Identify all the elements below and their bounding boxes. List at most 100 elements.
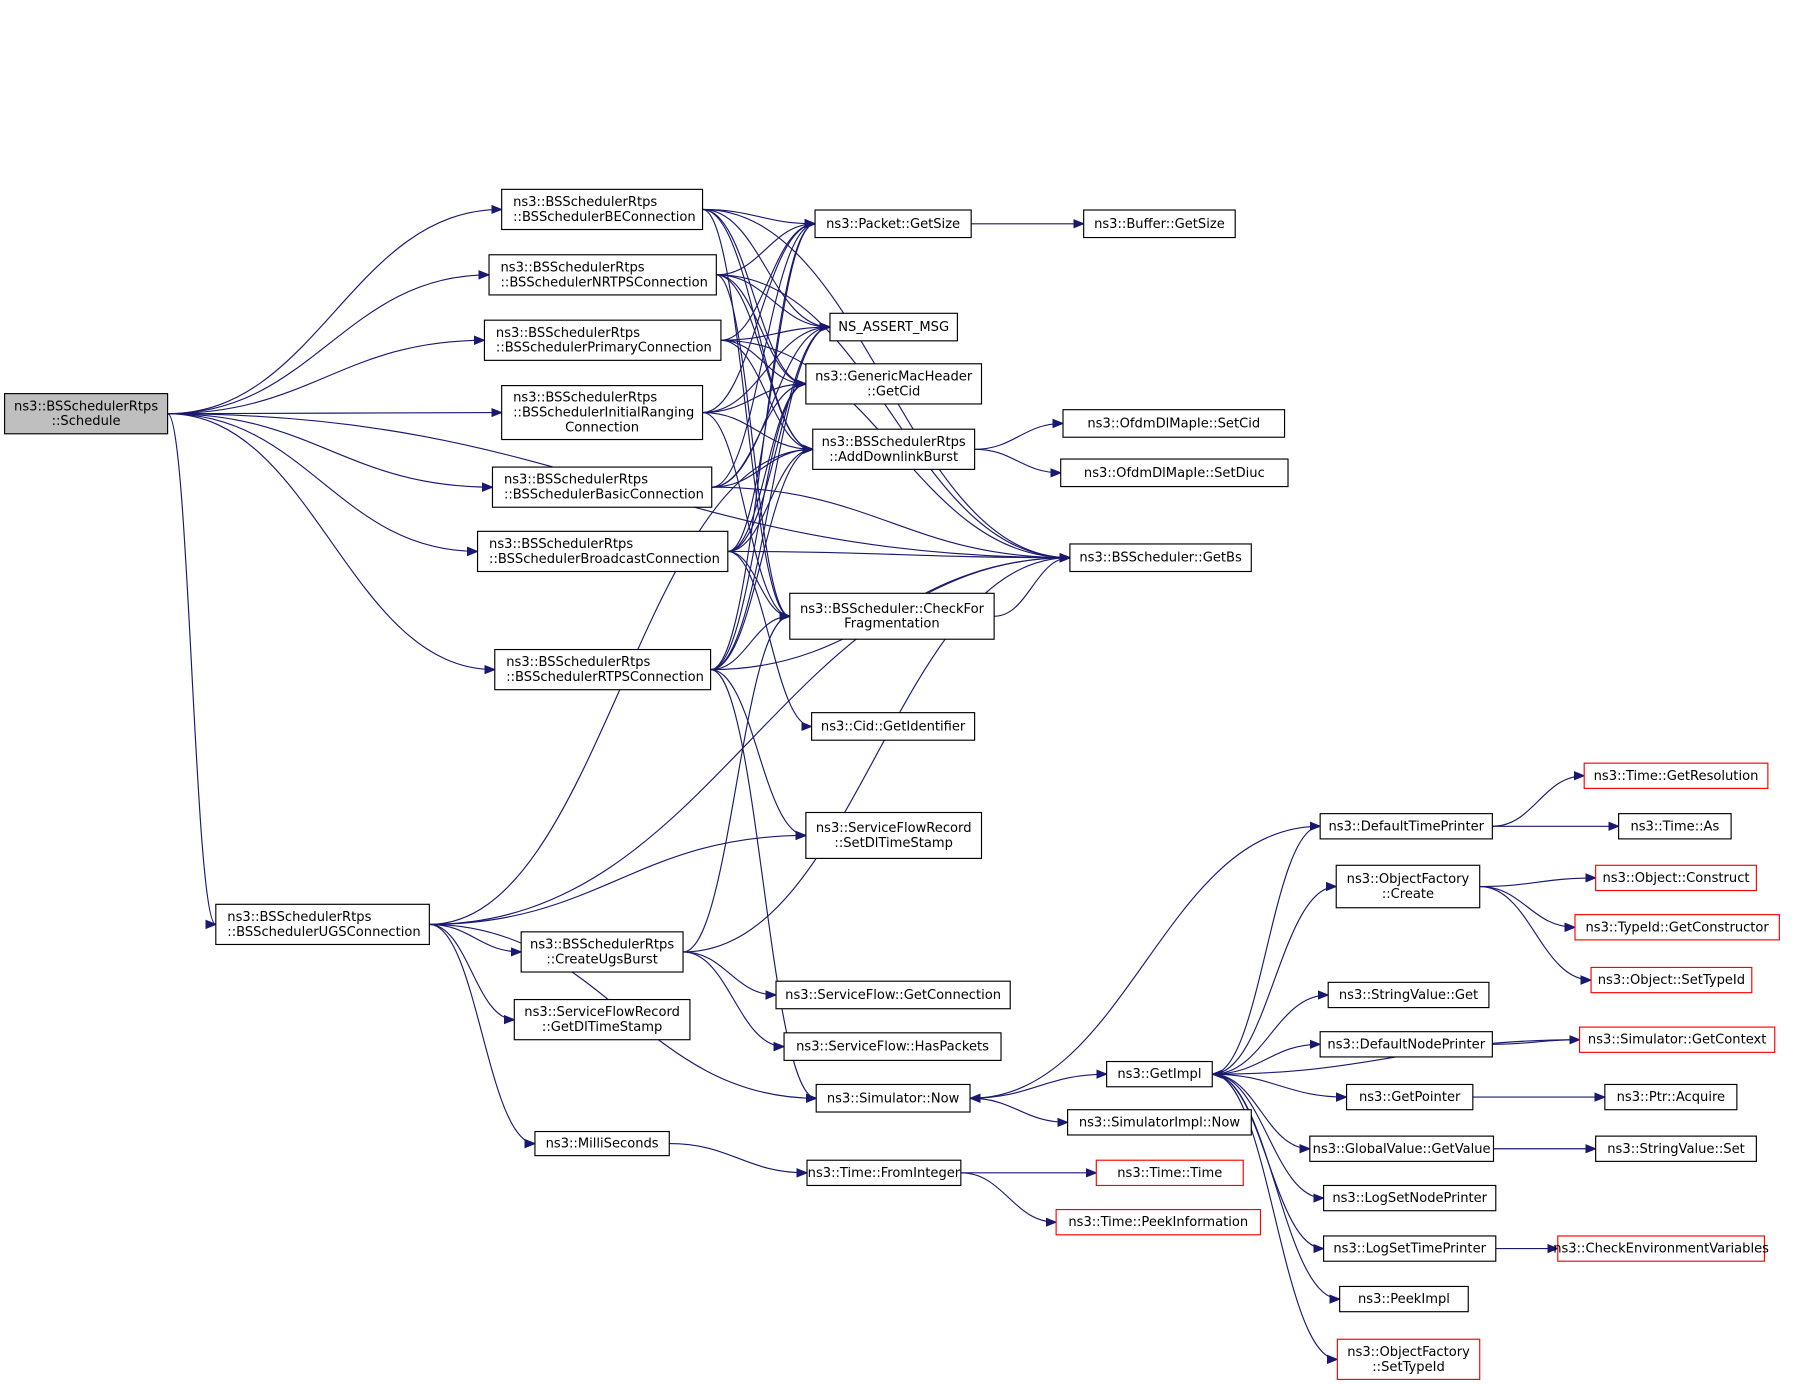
node-box[interactable] [1069, 543, 1252, 573]
node-box[interactable] [783, 1032, 1002, 1061]
node-box[interactable] [1323, 1184, 1497, 1212]
node-box[interactable] [1595, 864, 1757, 892]
node-getptr[interactable]: ns3::GetPointer [1345, 1083, 1474, 1111]
node-adddl[interactable]: ns3::BSSchedulerRtps::AddDownlinkBurst [812, 428, 976, 470]
node-box[interactable] [1595, 1135, 1757, 1162]
node-box[interactable] [805, 811, 983, 859]
node-deftime[interactable]: ns3::DefaultTimePrinter [1319, 813, 1493, 840]
node-getcid[interactable]: ns3::GenericMacHeader::GetCid [805, 363, 983, 405]
node-box[interactable] [534, 1130, 670, 1157]
node-svset[interactable]: ns3::StringValue::Set [1595, 1135, 1757, 1162]
node-peekinfo[interactable]: ns3::Time::PeekInformation [1055, 1208, 1262, 1236]
node-box[interactable] [806, 1159, 962, 1187]
node-box[interactable] [1557, 1235, 1765, 1262]
node-box[interactable] [775, 980, 1011, 1010]
node-nrtps[interactable]: ns3::BSSchedulerRtps::BSSchedulerNRTPSCo… [488, 254, 717, 296]
node-getres[interactable]: ns3::Time::GetResolution [1583, 762, 1769, 789]
node-logsetnode[interactable]: ns3::LogSetNodePrinter [1323, 1184, 1497, 1212]
node-schedule[interactable]: ns3::BSSchedulerRtps::Schedule [4, 393, 169, 435]
node-box[interactable] [1345, 1083, 1474, 1111]
node-box[interactable] [1062, 409, 1286, 438]
node-box[interactable] [1319, 813, 1493, 840]
node-ptracq[interactable]: ns3::Ptr::Acquire [1604, 1083, 1738, 1111]
node-setdiuc[interactable]: ns3::OfdmDlMapIe::SetDiuc [1060, 458, 1289, 488]
node-box[interactable] [805, 363, 983, 405]
node-box[interactable] [491, 466, 713, 508]
node-timeas[interactable]: ns3::Time::As [1618, 813, 1732, 840]
node-setdlts[interactable]: ns3::ServiceFlowRecord::SetDlTimeStamp [805, 811, 983, 859]
node-box[interactable] [789, 592, 995, 640]
node-pktsize[interactable]: ns3::Packet::GetSize [814, 209, 972, 239]
node-box[interactable] [483, 319, 722, 361]
node-simctx[interactable]: ns3::Simulator::GetContext [1579, 1026, 1776, 1053]
node-createugs[interactable]: ns3::BSSchedulerRtps::CreateUgsBurst [520, 931, 684, 973]
node-box[interactable] [1335, 864, 1481, 909]
node-box[interactable] [476, 530, 729, 573]
node-box[interactable] [814, 209, 972, 239]
node-box[interactable] [1590, 966, 1753, 994]
node-box[interactable] [829, 312, 958, 342]
node-objsettid[interactable]: ns3::Object::SetTypeId [1590, 966, 1753, 994]
node-box[interactable] [1327, 981, 1490, 1009]
node-box[interactable] [815, 1083, 971, 1113]
node-ofsettid[interactable]: ns3::ObjectFactory::SetTypeId [1336, 1338, 1481, 1380]
node-setcid[interactable]: ns3::OfdmDlMapIe::SetCid [1062, 409, 1286, 438]
node-bufsize[interactable]: ns3::Buffer::GetSize [1083, 209, 1236, 239]
node-box[interactable] [1309, 1135, 1495, 1162]
node-box[interactable] [501, 188, 704, 231]
node-svget[interactable]: ns3::StringValue::Get [1327, 981, 1490, 1009]
node-getconn[interactable]: ns3::ServiceFlow::GetConnection [775, 980, 1011, 1010]
node-box[interactable] [501, 385, 704, 441]
node-box[interactable] [1106, 1060, 1213, 1088]
node-box[interactable] [1618, 813, 1732, 840]
node-peekimpl[interactable]: ns3::PeekImpl [1339, 1285, 1469, 1313]
node-checkenv[interactable]: ns3::CheckEnvironmentVariables [1553, 1235, 1769, 1262]
node-box[interactable] [513, 998, 691, 1041]
node-be[interactable]: ns3::BSSchedulerRtps::BSSchedulerBEConne… [501, 188, 704, 231]
node-box[interactable] [1095, 1159, 1244, 1187]
node-box[interactable] [1055, 1208, 1262, 1236]
node-box[interactable] [1083, 209, 1236, 239]
node-broadcast[interactable]: ns3::BSSchedulerRtps::BSSchedulerBroadca… [476, 530, 729, 573]
node-box[interactable] [1579, 1026, 1776, 1053]
node-assert[interactable]: NS_ASSERT_MSG [829, 312, 958, 342]
node-box[interactable] [488, 254, 717, 296]
node-box[interactable] [1067, 1109, 1252, 1136]
node-box[interactable] [1583, 762, 1769, 789]
node-getdlts[interactable]: ns3::ServiceFlowRecord::GetDlTimeStamp [513, 998, 691, 1041]
node-initial[interactable]: ns3::BSSchedulerRtps::BSSchedulerInitial… [501, 385, 704, 441]
node-box[interactable] [812, 428, 976, 470]
node-gvget[interactable]: ns3::GlobalValue::GetValue [1309, 1135, 1495, 1162]
node-box[interactable] [494, 648, 712, 691]
node-getctor[interactable]: ns3::TypeId::GetConstructor [1574, 914, 1780, 941]
node-box[interactable] [1319, 1031, 1493, 1058]
node-box[interactable] [1323, 1235, 1497, 1262]
node-timetime[interactable]: ns3::Time::Time [1095, 1159, 1244, 1187]
node-primary[interactable]: ns3::BSSchedulerRtps::BSSchedulerPrimary… [483, 319, 722, 361]
node-haspkts[interactable]: ns3::ServiceFlow::HasPackets [783, 1032, 1002, 1061]
node-fromint[interactable]: ns3::Time::FromInteger [806, 1159, 962, 1187]
node-simnow[interactable]: ns3::Simulator::Now [815, 1083, 971, 1113]
node-box[interactable] [1604, 1083, 1738, 1111]
node-box[interactable] [811, 712, 976, 741]
node-cidident[interactable]: ns3::Cid::GetIdentifier [811, 712, 976, 741]
node-defnode[interactable]: ns3::DefaultNodePrinter [1319, 1031, 1493, 1058]
node-box[interactable] [215, 903, 430, 946]
node-ofcreate[interactable]: ns3::ObjectFactory::Create [1335, 864, 1481, 909]
node-box[interactable] [520, 931, 684, 973]
node-simimplnow[interactable]: ns3::SimulatorImpl::Now [1067, 1109, 1252, 1136]
node-basic[interactable]: ns3::BSSchedulerRtps::BSSchedulerBasicCo… [491, 466, 713, 508]
node-box[interactable] [1574, 914, 1780, 941]
node-box[interactable] [1060, 458, 1289, 488]
node-box[interactable] [4, 393, 169, 435]
node-ugs[interactable]: ns3::BSSchedulerRtps::BSSchedulerUGSConn… [215, 903, 430, 946]
node-getimpl[interactable]: ns3::GetImpl [1106, 1060, 1213, 1088]
node-box[interactable] [1336, 1338, 1481, 1380]
node-rtps[interactable]: ns3::BSSchedulerRtps::BSSchedulerRTPSCon… [494, 648, 712, 691]
node-logsettime[interactable]: ns3::LogSetTimePrinter [1323, 1235, 1497, 1262]
node-millis[interactable]: ns3::MilliSeconds [534, 1130, 670, 1157]
node-box[interactable] [1339, 1285, 1469, 1313]
node-objconstruct[interactable]: ns3::Object::Construct [1595, 864, 1757, 892]
node-getbs[interactable]: ns3::BSScheduler::GetBs [1069, 543, 1252, 573]
